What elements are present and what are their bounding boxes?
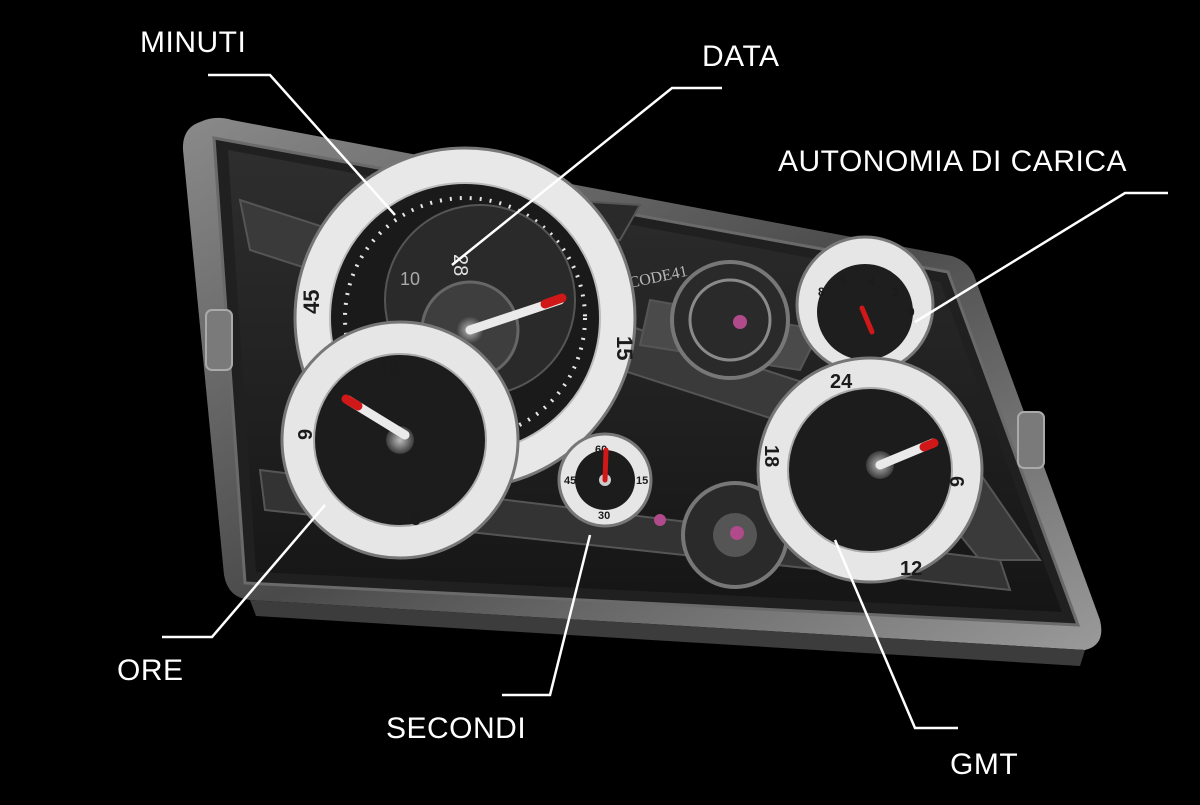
- label-autonomia-di-carica: AUTONOMIA DI CARICA: [778, 145, 1127, 178]
- minutes-dial-15: 15: [612, 336, 637, 360]
- gmt-leader: [833, 539, 958, 730]
- callout-lines: [162, 73, 1168, 730]
- gmt-dial-6: 6: [945, 476, 967, 487]
- power-reserve-6: 6: [840, 273, 847, 287]
- power-reserve-2: 2: [892, 285, 899, 299]
- label-gmt: GMT: [950, 748, 1019, 781]
- hours-dial-9: 9: [295, 429, 317, 440]
- hours-dial-12: 12: [378, 358, 400, 380]
- minutes-dial-45: 45: [299, 290, 324, 314]
- power-reserve-dial: 8 6 4 2 0: [795, 235, 935, 375]
- power-reserve-0: 0: [908, 305, 915, 319]
- power-reserve-4: 4: [868, 275, 875, 289]
- date-number-28: 28: [449, 254, 471, 276]
- gmt-dial-24: 24: [830, 371, 853, 393]
- ore-leader: [162, 504, 326, 639]
- date-number-10: 10: [400, 269, 420, 289]
- hours-dial: 12 9 6: [280, 320, 520, 560]
- seconds-dial-30: 30: [598, 510, 610, 522]
- gmt-dial-12: 12: [900, 558, 922, 580]
- label-minuti: MINUTI: [140, 26, 247, 59]
- minuti-leader: [208, 73, 396, 216]
- secondi-leader: [502, 534, 592, 697]
- balance-wheel: [670, 260, 790, 380]
- autonomia-leader: [914, 191, 1168, 324]
- seconds-dial-15: 15: [636, 475, 648, 487]
- gmt-dial-18: 18: [760, 445, 782, 467]
- gmt-dial: 24 6 12 18: [756, 356, 984, 584]
- label-secondi: SECONDI: [386, 712, 527, 745]
- label-data: DATA: [702, 40, 780, 73]
- power-reserve-8: 8: [818, 285, 825, 299]
- seconds-dial-45: 45: [564, 475, 576, 487]
- seconds-dial: 60 15 30 45: [557, 432, 653, 528]
- data-leader: [451, 86, 722, 266]
- label-ore: ORE: [117, 654, 184, 687]
- hours-dial-6: 6: [410, 508, 421, 530]
